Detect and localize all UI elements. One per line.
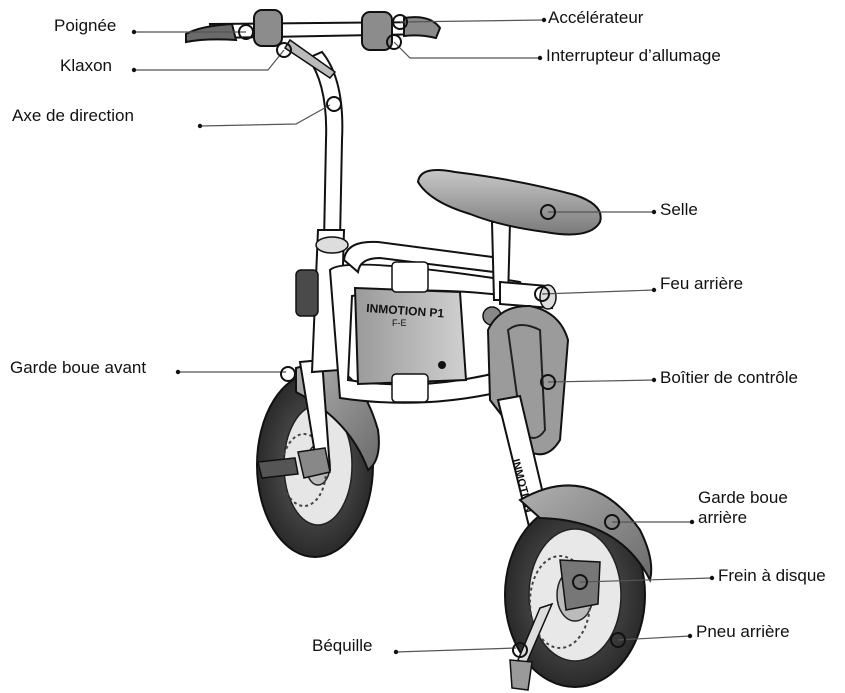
label-accelerateur: Accélérateur: [548, 8, 644, 27]
seat: [416, 169, 602, 236]
label-bequille: Béquille: [312, 636, 373, 655]
folding-hinge: [315, 236, 349, 254]
callout-markers: [238, 14, 626, 658]
label-axe-direction: Axe de direction: [12, 106, 134, 125]
label-selle: Selle: [660, 200, 698, 219]
disc-brake: [559, 559, 601, 611]
battery-brand-text: INMOTION P1: [366, 301, 445, 320]
battery-sub-text: F-E: [392, 318, 407, 328]
main-frame: [328, 263, 530, 404]
battery-pack: INMOTION P1 F-E: [353, 261, 468, 403]
steering-column: [306, 50, 344, 244]
label-frein-disque: Frein à disque: [718, 566, 826, 585]
label-garde-boue-arriere: Garde boue arrière: [698, 488, 788, 527]
front-light-holder: [295, 269, 319, 317]
label-boitier-controle: Boîtier de contrôle: [660, 368, 798, 387]
label-interrupteur: Interrupteur d’allumage: [546, 46, 721, 65]
brake-caliper-front: [297, 447, 331, 479]
label-klaxon: Klaxon: [60, 56, 112, 75]
label-feu-arriere: Feu arrière: [660, 274, 744, 293]
rear-fender: [518, 484, 653, 583]
label-garde-boue-avant: Garde boue avant: [10, 358, 147, 377]
callout-dots: [131, 17, 715, 655]
label-poignee: Poignée: [54, 16, 117, 35]
footrest: [257, 457, 299, 479]
label-pneu-arriere: Pneu arrière: [696, 622, 790, 641]
